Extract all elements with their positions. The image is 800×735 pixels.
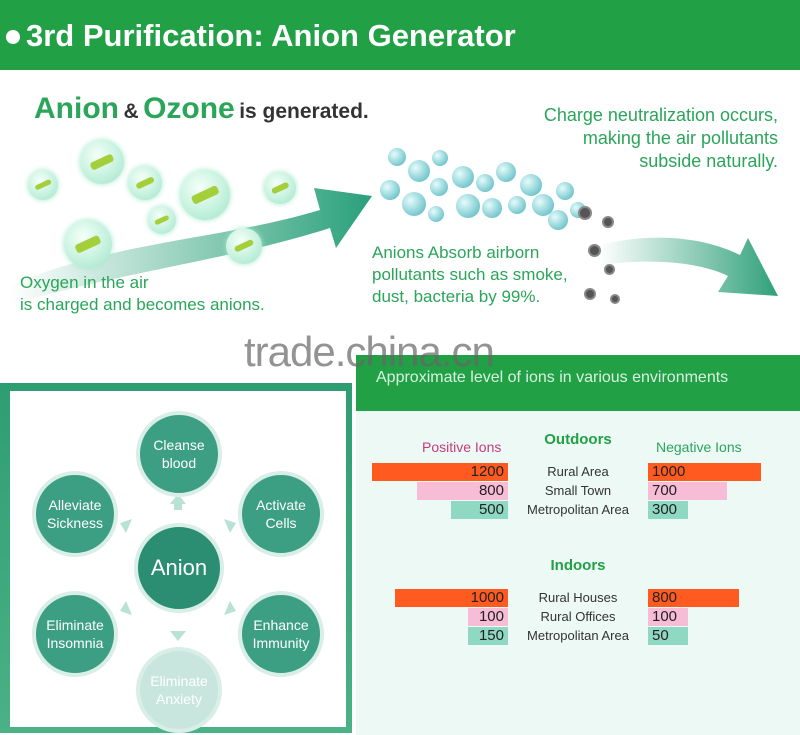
anion-center-circle: Anion — [134, 523, 224, 613]
ion-levels-panel: Approximate level of ions in various env… — [356, 355, 800, 735]
headline: Anion & Ozone is generated. — [34, 92, 369, 126]
positive-ion-bar: 500 — [451, 501, 508, 519]
positive-ions-label: Positive Ions — [422, 439, 502, 455]
oxygen-text: Oxygen in the air is charged and becomes… — [20, 273, 265, 314]
negative-ion-bar: 800 — [648, 589, 739, 607]
positive-ion-bar: 1200 — [372, 463, 508, 481]
positive-ion-bar: 150 — [468, 627, 508, 645]
watermark: trade.china.cn — [244, 328, 495, 375]
positive-ion-bar: 800 — [417, 482, 508, 500]
oxygen-bubble-icon — [128, 166, 162, 200]
bullet-icon — [6, 30, 20, 44]
left-arrow-shape — [10, 188, 372, 305]
positive-ion-bar: 100 — [468, 608, 508, 626]
headline-amp: & — [123, 100, 139, 123]
absorb-text: Anions Absorb airborn pollutants such as… — [372, 243, 568, 306]
oxygen-bubble-icon — [64, 220, 112, 268]
section-title-outdoors: Outdoors — [544, 431, 612, 448]
arrow-down-icon — [170, 631, 186, 641]
arrow-left-up-icon — [120, 519, 132, 533]
negative-ion-bar: 50 — [648, 627, 688, 645]
oxygen-bubble-icon — [28, 170, 58, 200]
oxygen-bubble-icon — [264, 172, 296, 204]
arrow-right-up-icon — [224, 519, 236, 533]
anion-process-illustration: Anion & Ozone is generated. Charge neutr… — [0, 70, 800, 355]
headline-ozone: Ozone — [143, 92, 235, 125]
neutralization-text: Charge neutralization occurs, making the… — [543, 105, 778, 171]
section-title-indoors: Indoors — [550, 557, 606, 574]
flow-arrows — [10, 188, 778, 305]
negative-ion-bar: 300 — [648, 501, 688, 519]
title-banner: 3rd Purification: Anion Generator — [0, 0, 800, 70]
benefit-arrows — [120, 494, 236, 641]
oxygen-bubble-icon — [80, 140, 124, 184]
ion-levels-heading: Approximate level of ions in various env… — [376, 369, 729, 386]
right-arrow-shape — [600, 237, 778, 296]
headline-rest: is generated. — [239, 100, 369, 123]
arrow-up-icon — [170, 494, 186, 504]
ion-levels-header: Approximate level of ions in various env… — [356, 355, 800, 411]
arrow-right-down-icon — [224, 601, 236, 615]
category-label: Small Town — [544, 483, 612, 498]
category-label: Metropolitan Area — [527, 628, 629, 643]
category-label: Rural Offices — [540, 609, 616, 624]
oxygen-bubble-icon — [180, 170, 230, 220]
negative-ion-bar: 100 — [648, 608, 688, 626]
positive-ion-bar: 1000 — [394, 589, 508, 607]
negative-ion-bar: 700 — [648, 482, 728, 500]
oxygen-bubble-icon — [148, 206, 176, 234]
negative-ion-bar: 1000 — [648, 463, 762, 481]
arrow-left-down-icon — [120, 601, 132, 615]
category-label: Metropolitan Area — [527, 502, 629, 517]
oxygen-bubble-icon — [226, 228, 262, 264]
category-label: Rural Houses — [538, 590, 618, 605]
page-title: 3rd Purification: Anion Generator — [26, 18, 516, 53]
headline-anion: Anion — [34, 92, 119, 125]
category-label: Rural Area — [547, 464, 609, 479]
negative-ions-label: Negative Ions — [656, 439, 742, 455]
